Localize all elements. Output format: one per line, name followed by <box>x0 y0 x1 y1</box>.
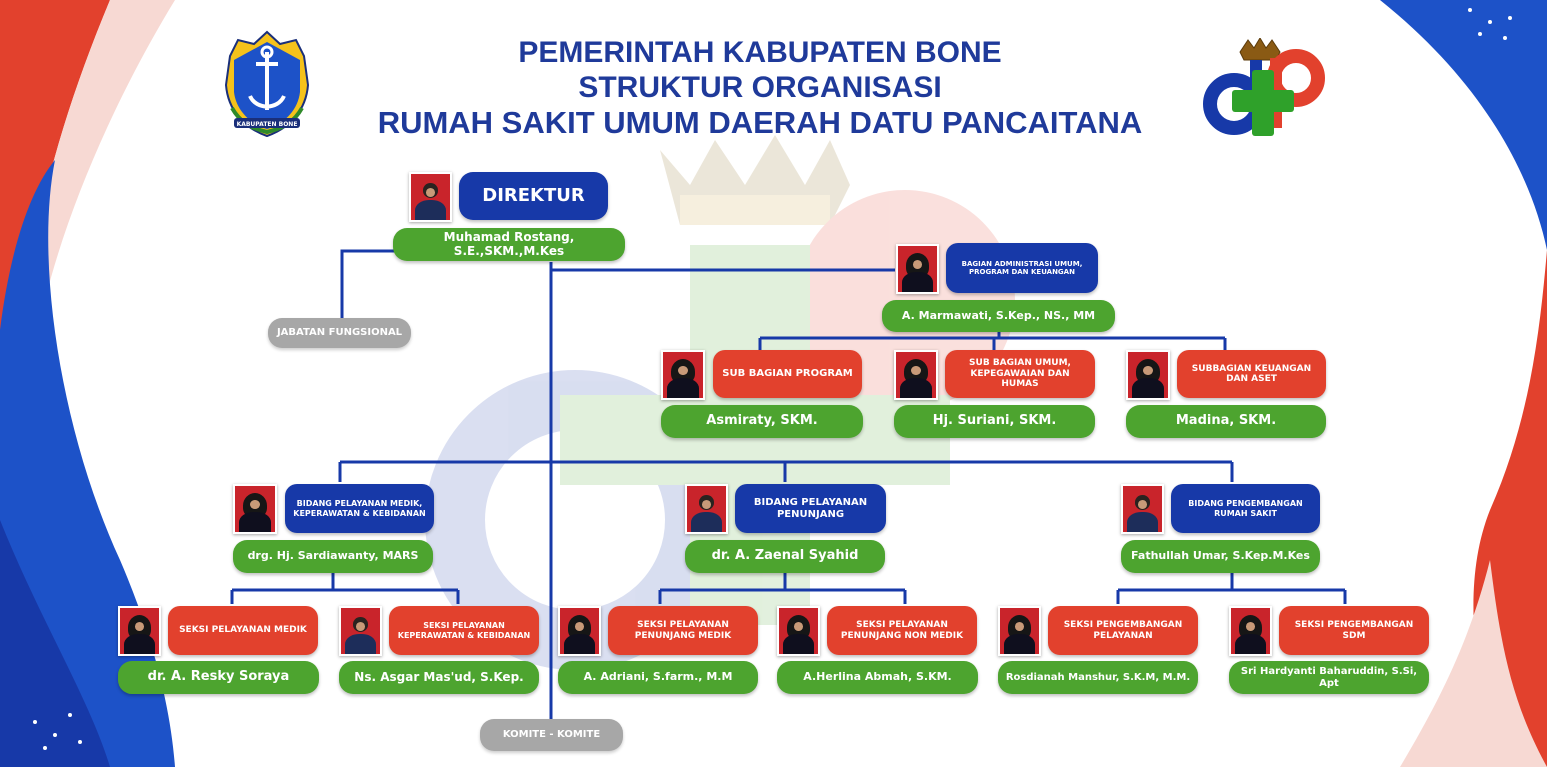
header-title-line2: STRUKTUR ORGANISASI <box>578 71 942 104</box>
bidang-pelayanan-medik-photo <box>233 484 277 534</box>
sub-bagian-umum-photo <box>894 350 938 400</box>
seksi-penunjang-medik-photo <box>558 606 601 656</box>
director-photo <box>409 172 452 222</box>
sub-bagian-program-name-box: Asmiraty, SKM. <box>661 405 863 438</box>
seksi-pengembangan-sdm-title-box: SEKSI PENGEMBANGAN SDM <box>1279 606 1429 655</box>
seksi-pelayanan-medik-name-box: dr. A. Resky Soraya <box>118 661 319 694</box>
bidang-pengembangan-name-box: Fathullah Umar, S.Kep.M.Kes <box>1121 540 1320 573</box>
seksi-penunjang-medik-title-box: SEKSI PELAYANAN PENUNJANG MEDIK <box>608 606 758 655</box>
bidang-pengembangan-photo <box>1121 484 1164 534</box>
bagian-admin-title-box: BAGIAN ADMINISTRASI UMUM, PROGRAM DAN KE… <box>946 243 1098 293</box>
director-name-box: Muhamad Rostang, S.E.,SKM.,M.Kes <box>393 228 625 261</box>
kabupaten-bone-seal-logo: KABUPATEN BONE <box>224 30 310 138</box>
seal-ribbon-text: KABUPATEN BONE <box>237 121 298 128</box>
seksi-pengembangan-sdm-name-box: Sri Hardyanti Baharuddin, S.Si, Apt <box>1229 661 1429 694</box>
bidang-pengembangan-title-box: BIDANG PENGEMBANGAN RUMAH SAKIT <box>1171 484 1320 533</box>
bagian-admin-photo <box>896 244 939 294</box>
rsud-datu-pancaitana-logo <box>1203 38 1325 136</box>
sub-bagian-program-photo <box>661 350 705 400</box>
seksi-penunjang-non-medik-photo <box>777 606 820 656</box>
seksi-penunjang-non-medik-title-box: SEKSI PELAYANAN PENUNJANG NON MEDIK <box>827 606 977 655</box>
sub-bagian-umum-name-box: Hj. Suriani, SKM. <box>894 405 1095 438</box>
subbagian-keuangan-name-box: Madina, SKM. <box>1126 405 1326 438</box>
seksi-pengembangan-pelayanan-name-box: Rosdianah Manshur, S.K.M, M.M. <box>998 661 1198 694</box>
bidang-penunjang-photo <box>685 484 728 534</box>
sub-bagian-umum-title-box: SUB BAGIAN UMUM, KEPEGAWAIAN DAN HUMAS <box>945 350 1095 398</box>
director-title-box: DIREKTUR <box>459 172 608 220</box>
jabatan-fungsional-box: JABATAN FUNGSIONAL <box>268 318 411 348</box>
seksi-keperawatan-name-box: Ns. Asgar Mas'ud, S.Kep. <box>339 661 539 694</box>
seksi-keperawatan-title-box: SEKSI PELAYANAN KEPERAWATAN & KEBIDANAN <box>389 606 539 655</box>
bidang-pelayanan-medik-name-box: drg. Hj. Sardiawanty, MARS <box>233 540 433 573</box>
bidang-penunjang-title-box: BIDANG PELAYANAN PENUNJANG <box>735 484 886 533</box>
komite-box: KOMITE - KOMITE <box>480 719 623 751</box>
seksi-pelayanan-medik-title-box: SEKSI PELAYANAN MEDIK <box>168 606 318 655</box>
seksi-pengembangan-sdm-photo <box>1229 606 1272 656</box>
sub-bagian-program-title-box: SUB BAGIAN PROGRAM <box>713 350 862 398</box>
bidang-pelayanan-medik-title-box: BIDANG PELAYANAN MEDIK, KEPERAWATAN & KE… <box>285 484 434 533</box>
subbagian-keuangan-title-box: SUBBAGIAN KEUANGAN DAN ASET <box>1177 350 1326 398</box>
seksi-pengembangan-pelayanan-title-box: SEKSI PENGEMBANGAN PELAYANAN <box>1048 606 1198 655</box>
subbagian-keuangan-photo <box>1126 350 1170 400</box>
header-title-line1: PEMERINTAH KABUPATEN BONE <box>518 36 1002 69</box>
bidang-penunjang-name-box: dr. A. Zaenal Syahid <box>685 540 885 573</box>
bagian-admin-name-box: A. Marmawati, S.Kep., NS., MM <box>882 300 1115 332</box>
header-title-line3: RUMAH SAKIT UMUM DAERAH DATU PANCAITANA <box>377 105 1143 140</box>
seksi-penunjang-medik-name-box: A. Adriani, S.farm., M.M <box>558 661 758 694</box>
seksi-keperawatan-photo <box>339 606 382 656</box>
seksi-pelayanan-medik-photo <box>118 606 161 656</box>
seksi-pengembangan-pelayanan-photo <box>998 606 1041 656</box>
seksi-penunjang-non-medik-name-box: A.Herlina Abmah, S.KM. <box>777 661 978 694</box>
